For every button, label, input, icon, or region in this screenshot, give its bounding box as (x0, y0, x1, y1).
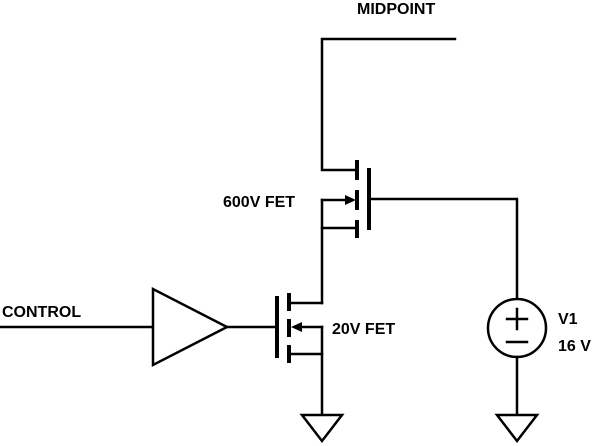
ground-symbol-fet (299, 413, 345, 444)
fet-600v-body-arrow (345, 195, 356, 205)
fet-20v-body-arrow (291, 322, 302, 332)
fet-600v-label: 600V FET (223, 194, 295, 211)
midpoint-label: MIDPOINT (357, 1, 435, 18)
fet-20v-label: 20V FET (332, 321, 395, 338)
fet-600v: 600V FET (223, 160, 371, 238)
v1-name-label: V1 (558, 311, 578, 328)
control-label: CONTROL (2, 304, 81, 321)
midpoint-net: MIDPOINT (320, 1, 457, 172)
ground-symbol-v1 (494, 413, 540, 444)
voltage-source-v1: V1 16 V (486, 297, 591, 416)
midpoint-wire (320, 37, 457, 172)
buffer-symbol (151, 286, 230, 368)
control-input: CONTROL (0, 286, 277, 368)
v1-value-label: 16 V (558, 338, 591, 355)
fet-20v: 20V FET (275, 293, 395, 363)
gate-drive-wire (369, 197, 519, 302)
